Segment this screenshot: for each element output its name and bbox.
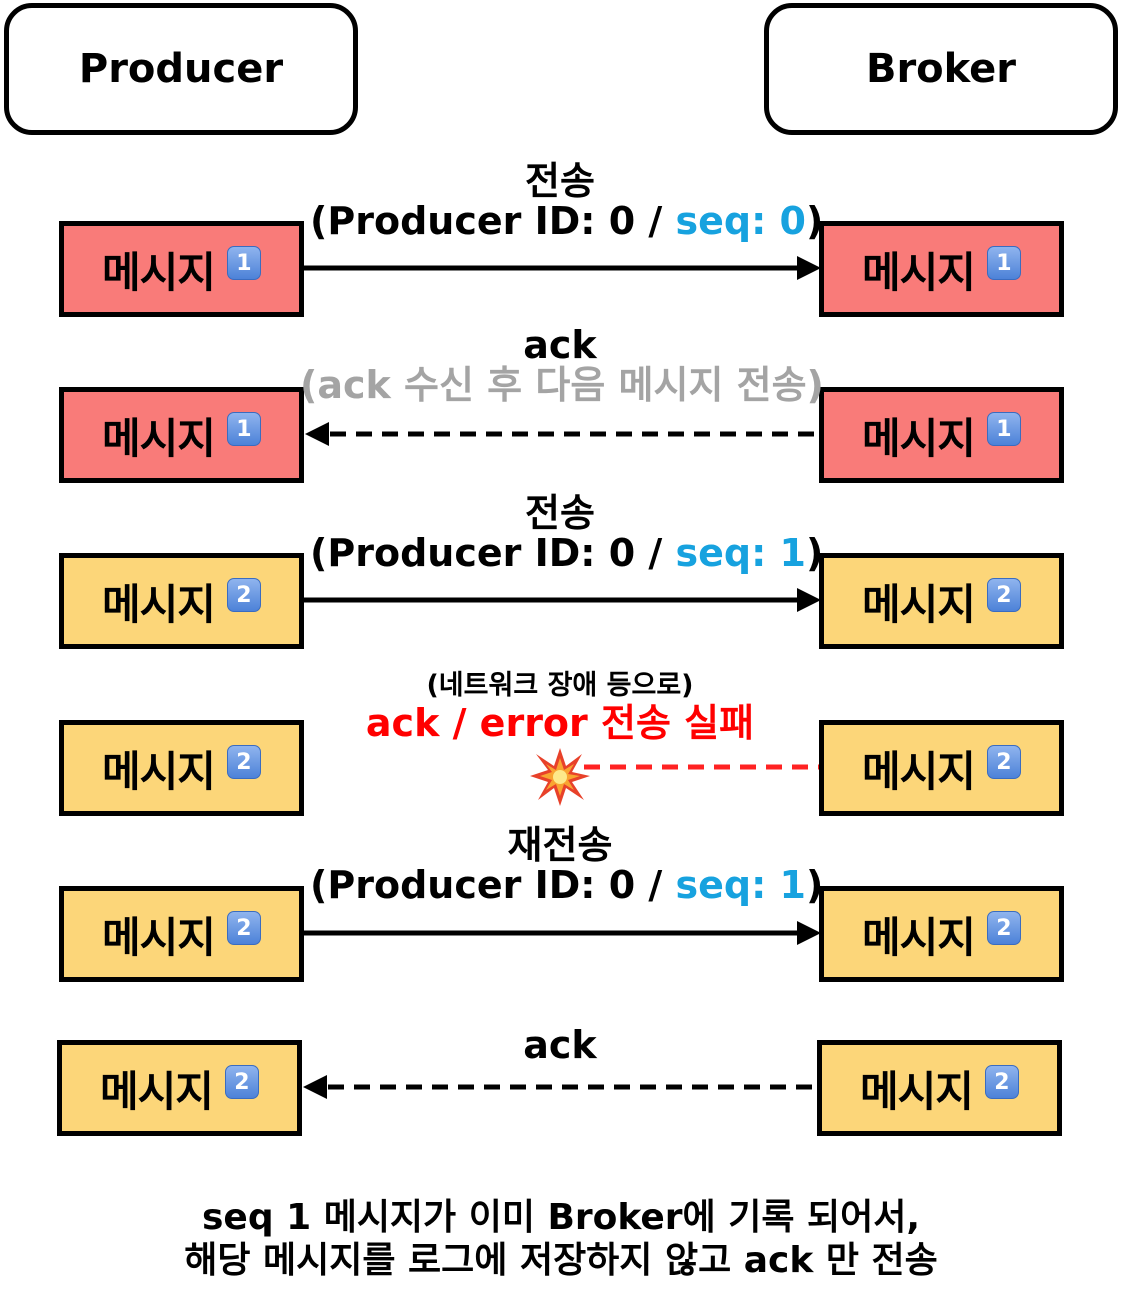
- step-4-cause: (네트워크 장애 등으로): [426, 670, 694, 701]
- message-label: 메시지: [862, 579, 976, 629]
- broker-message-2: 메시지 2: [819, 553, 1064, 649]
- producer-message-1: 메시지 1: [59, 221, 304, 317]
- badge-2-icon: 2: [226, 578, 261, 612]
- badge-2-icon: 2: [984, 1065, 1019, 1099]
- step-4-failure: ack / error 전송 실패: [365, 701, 755, 746]
- message-label: 메시지: [862, 912, 976, 962]
- badge-2-icon: 2: [226, 745, 261, 779]
- arrowhead-1: [797, 256, 821, 280]
- step-5-title: 재전송: [507, 823, 613, 867]
- seq-value: seq: 1: [675, 862, 806, 907]
- broker-message-2-retry: 메시지 2: [819, 886, 1064, 982]
- message-label: 메시지: [100, 1066, 214, 1116]
- broker-message-1: 메시지 1: [819, 221, 1064, 317]
- seq-value: seq: 1: [675, 530, 806, 575]
- producer-message-2: 메시지 2: [59, 553, 304, 649]
- badge-2-icon: 2: [226, 911, 261, 945]
- message-label: 메시지: [102, 912, 216, 962]
- producer-actor: Producer: [4, 3, 358, 135]
- broker-actor: Broker: [764, 3, 1118, 135]
- step-2-title: ack: [523, 323, 597, 367]
- broker-label: Broker: [865, 46, 1017, 92]
- producer-message-2-retry: 메시지 2: [59, 886, 304, 982]
- arrowhead-5: [797, 921, 821, 945]
- step-3-detail: (Producer ID: 0 / seq: 1): [310, 530, 824, 575]
- step-1-label: 전송 (Producer ID: 0 / seq: 0): [310, 159, 824, 243]
- message-label: 메시지: [102, 247, 216, 297]
- producer-message-2-final: 메시지 2: [57, 1040, 302, 1136]
- step-2-note: (ack 수신 후 다음 메시지 전송): [300, 362, 824, 407]
- producer-message-1-ack: 메시지 1: [59, 387, 304, 483]
- message-label: 메시지: [862, 746, 976, 796]
- footer-note: seq 1 메시지가 이미 Broker에 기록 되어서, 해당 메시지를 로그…: [0, 1196, 1122, 1282]
- step-4-label: (네트워크 장애 등으로) ack / error 전송 실패: [310, 670, 810, 746]
- arrowhead-6: [303, 1075, 327, 1099]
- step-6-label: ack: [310, 1023, 810, 1067]
- message-label: 메시지: [862, 247, 976, 297]
- message-label: 메시지: [860, 1066, 974, 1116]
- step-1-title: 전송: [525, 159, 595, 203]
- footer-line-2: 해당 메시지를 로그에 저장하지 않고 ack 만 전송: [184, 1240, 938, 1282]
- step-3-label: 전송 (Producer ID: 0 / seq: 1): [310, 491, 824, 575]
- badge-1-icon: 1: [226, 412, 261, 446]
- seq-value: seq: 0: [675, 198, 806, 243]
- message-label: 메시지: [102, 413, 216, 463]
- badge-2-icon: 2: [224, 1065, 259, 1099]
- badge-1-icon: 1: [226, 246, 261, 280]
- arrowhead-2: [305, 422, 329, 446]
- message-label: 메시지: [862, 413, 976, 463]
- broker-message-1-ack: 메시지 1: [819, 387, 1064, 483]
- step-6-title: ack: [523, 1023, 597, 1067]
- arrowhead-3: [797, 588, 821, 612]
- step-1-detail: (Producer ID: 0 / seq: 0): [310, 198, 824, 243]
- badge-2-icon: 2: [986, 911, 1021, 945]
- footer-line-1: seq 1 메시지가 이미 Broker에 기록 되어서,: [201, 1197, 921, 1238]
- message-label: 메시지: [102, 579, 216, 629]
- badge-2-icon: 2: [986, 745, 1021, 779]
- step-2-label: ack (ack 수신 후 다음 메시지 전송): [300, 323, 824, 407]
- step-5-label: 재전송 (Producer ID: 0 / seq: 1): [310, 823, 824, 907]
- badge-1-icon: 1: [986, 246, 1021, 280]
- broker-message-2-final: 메시지 2: [817, 1040, 1062, 1136]
- explosion-icon: [530, 748, 590, 806]
- broker-message-2-lost: 메시지 2: [819, 720, 1064, 816]
- producer-message-2-lost: 메시지 2: [59, 720, 304, 816]
- producer-label: Producer: [78, 46, 284, 92]
- badge-1-icon: 1: [986, 412, 1021, 446]
- message-label: 메시지: [102, 746, 216, 796]
- badge-2-icon: 2: [986, 578, 1021, 612]
- step-5-detail: (Producer ID: 0 / seq: 1): [310, 862, 824, 907]
- step-3-title: 전송: [525, 491, 595, 535]
